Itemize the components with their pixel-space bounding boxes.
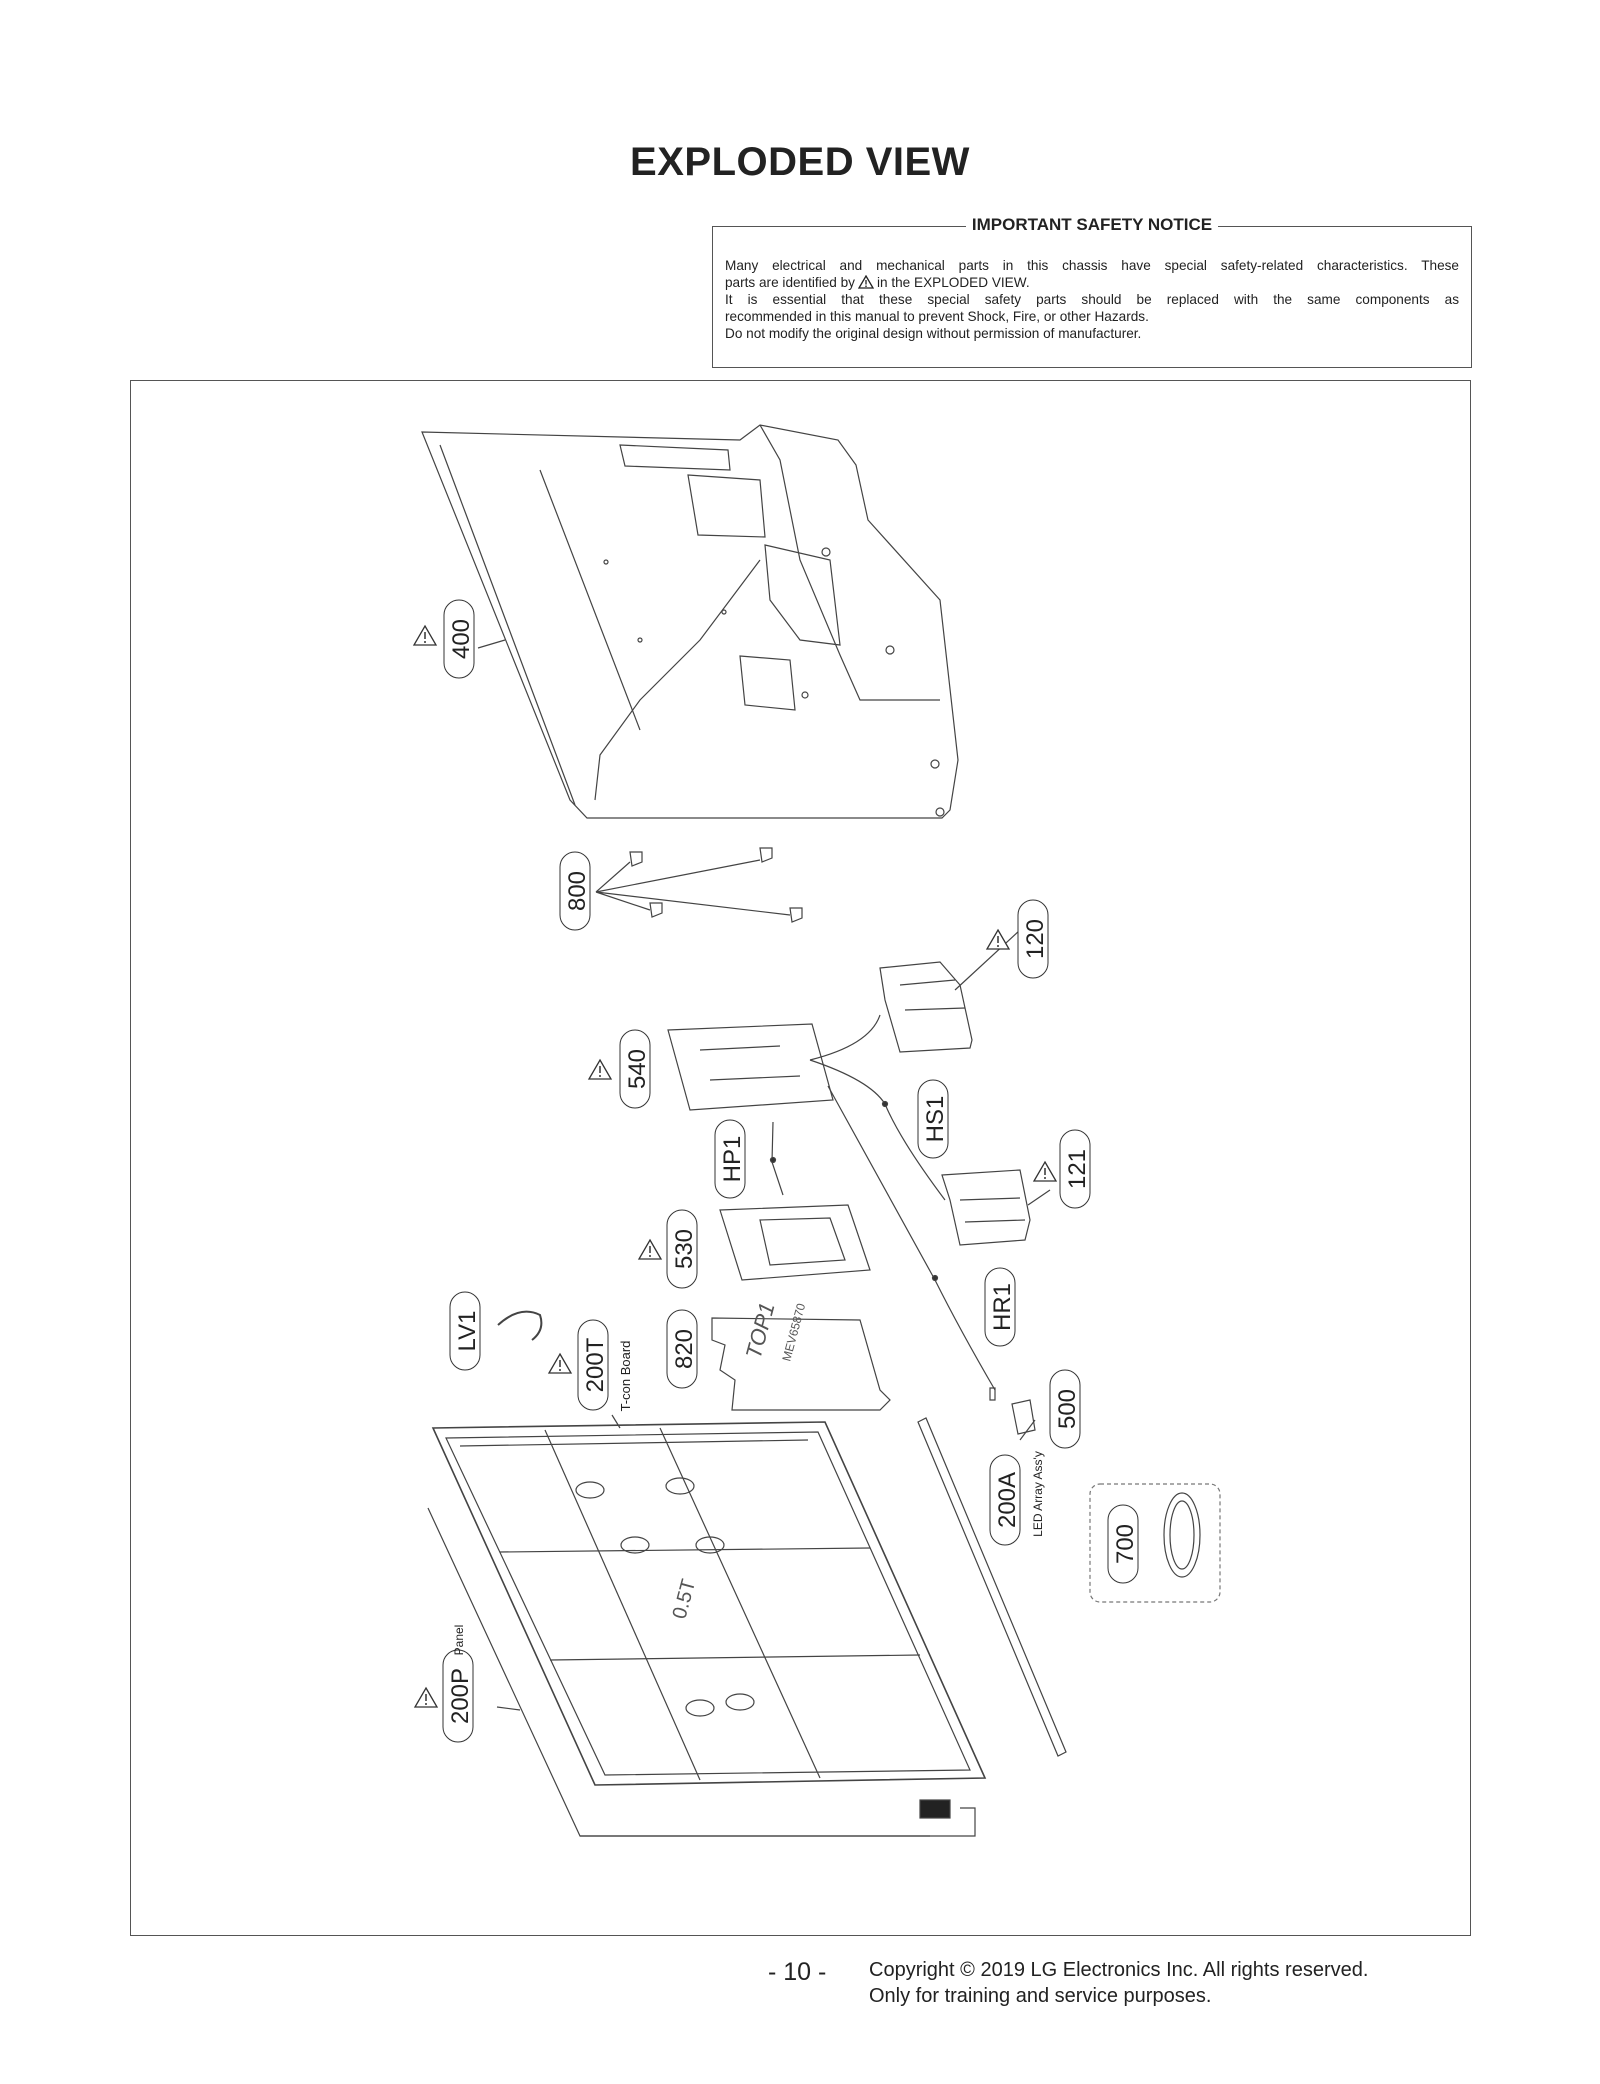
svg-text:200P: 200P (447, 1668, 474, 1724)
warning-triangle-icon (986, 929, 1010, 950)
notice-line: Do not modify the original design withou… (725, 326, 1142, 341)
svg-text:LV1: LV1 (454, 1311, 481, 1352)
svg-text:820: 820 (671, 1329, 698, 1369)
callout-hp1: HP1 (714, 1119, 746, 1199)
warning-triangle-icon (414, 1687, 438, 1708)
callout-hr1: HR1 (984, 1267, 1016, 1347)
callout-hs1: HS1 (917, 1079, 949, 1159)
board-print-thickness: 0.5T (669, 1577, 701, 1621)
safety-notice-heading: IMPORTANT SAFETY NOTICE (965, 215, 1219, 234)
board-print-top: TOP1 (741, 1300, 780, 1362)
callout-820: 820 (666, 1309, 698, 1389)
bracket-drawing (595, 847, 803, 923)
exploded-view-frame (130, 380, 1471, 1936)
notice-line: recommended in this manual to prevent Sh… (725, 309, 1149, 324)
main-board-drawing (667, 1023, 834, 1111)
callout-530: 530 (638, 1209, 698, 1289)
svg-text:500: 500 (1054, 1389, 1081, 1429)
callout-lv1: LV1 (449, 1291, 481, 1371)
svg-text:121: 121 (1064, 1149, 1091, 1189)
callout-200a: 200A LED Array Ass'y (989, 1451, 1045, 1546)
callout-400: 400 (413, 599, 475, 679)
callout-200t: 200T T-con Board (548, 1319, 633, 1412)
svg-text:200T: 200T (582, 1337, 609, 1392)
svg-text:HR1: HR1 (989, 1283, 1016, 1331)
training-line: Only for training and service purposes. (869, 1985, 1212, 2007)
callout-121: 121 (1033, 1129, 1091, 1209)
warning-triangle-icon (638, 1239, 662, 1260)
board-print-model: MEV65870 (779, 1301, 808, 1362)
callout-540: 540 (588, 1029, 651, 1109)
warning-triangle-icon (1033, 1161, 1057, 1182)
warning-triangle-icon (857, 275, 874, 289)
svg-text:700: 700 (1112, 1524, 1139, 1564)
svg-text:200A: 200A (994, 1472, 1021, 1528)
notice-line: It is essential that these special safet… (725, 292, 1459, 307)
svg-text:540: 540 (624, 1049, 651, 1089)
svg-text:120: 120 (1022, 919, 1049, 959)
tcon-board-drawing (719, 1204, 871, 1281)
copyright-line: Copyright © 2019 LG Electronics Inc. All… (869, 1959, 1369, 1981)
svg-text:LED Array Ass'y: LED Array Ass'y (1031, 1451, 1045, 1537)
back-cover-drawing (421, 424, 959, 819)
notice-line: Many electrical and mechanical parts in … (725, 258, 1459, 273)
callout-800: 800 (559, 851, 591, 931)
warning-triangle-icon (588, 1059, 612, 1080)
svg-text:Panel: Panel (452, 1625, 466, 1656)
panel-frame-drawing (427, 1421, 987, 1837)
svg-text:800: 800 (564, 871, 591, 911)
svg-text:T-con Board: T-con Board (618, 1341, 633, 1412)
insulator-sheet-drawing (711, 1317, 891, 1411)
callout-700: 700 (1107, 1504, 1139, 1584)
page-number: - 10 - (768, 1958, 827, 1986)
safety-notice-body: Many electrical and mechanical parts in … (725, 257, 1459, 342)
page-title: EXPLODED VIEW (630, 140, 970, 184)
warning-triangle-icon (413, 625, 437, 646)
copyright-notice: Copyright © 2019 LG Electronics Inc. All… (869, 1957, 1368, 2009)
svg-text:530: 530 (671, 1229, 698, 1269)
svg-text:400: 400 (448, 619, 475, 659)
callout-200p: 200P Panel (414, 1625, 474, 1743)
callout-500: 500 (1049, 1369, 1081, 1449)
svg-text:HP1: HP1 (719, 1136, 746, 1183)
power-supply-drawing (879, 961, 1031, 1246)
callout-120: 120 (986, 899, 1049, 979)
warning-triangle-icon (548, 1353, 572, 1374)
safety-notice-box: IMPORTANT SAFETY NOTICE Many electrical … (712, 215, 1472, 368)
svg-text:HS1: HS1 (922, 1096, 949, 1143)
